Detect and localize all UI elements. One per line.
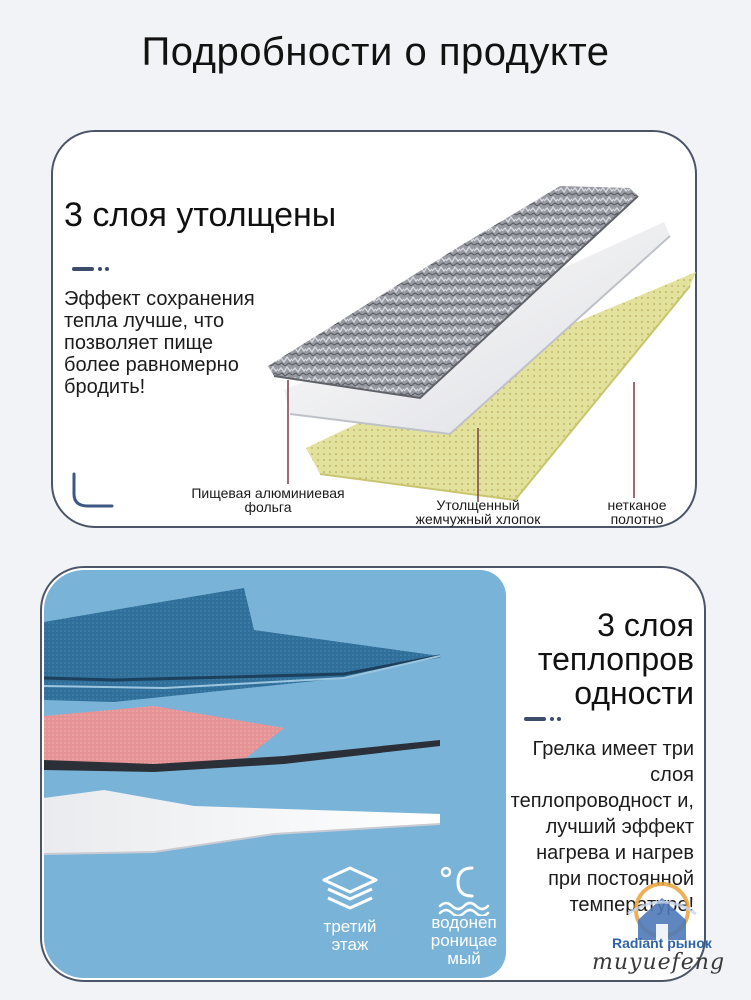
heat-conduction-layers-illustration (44, 588, 441, 855)
water-temperature-icon (438, 866, 490, 916)
leader-lines (287, 380, 635, 502)
layers-feature-label: третий этаж (323, 917, 377, 954)
page-title: Подробности о продукте (141, 30, 610, 74)
thickened-layers-heading: 3 слоя утолщены (64, 196, 337, 234)
waterproof-feature-label: водонеп роницае мый (430, 913, 498, 968)
watermark-brand: Radiant рынок (612, 935, 712, 951)
corner-bracket-icon (72, 472, 114, 508)
watermark-logo-icon (627, 882, 697, 940)
dash-accent-icon (72, 267, 109, 271)
three-layer-material-illustration (268, 186, 696, 502)
pearl-cotton-label: Утолщенный жемчужный хлопок (415, 497, 541, 527)
pink-fabric-layer (44, 706, 440, 772)
layers-icon (322, 866, 378, 910)
blue-fabric-layer (44, 588, 441, 702)
thickened-layers-description: Эффект сохранения тепла лучше, что позво… (64, 288, 255, 398)
dash-accent-icon (524, 717, 561, 721)
heat-conduction-description: Грелка имеет три слоя теплопроводност и,… (510, 738, 694, 916)
heat-conduction-heading: 3 слоя теплопров одности (537, 607, 694, 711)
aluminum-foil-layer (268, 186, 639, 400)
foil-layer-label: Пищевая алюминиевая фольга (191, 485, 345, 515)
white-fabric-layer (44, 790, 441, 855)
watermark-signature: muyuefeng (592, 950, 726, 975)
nonwoven-label: нетканое полотно (607, 497, 667, 527)
